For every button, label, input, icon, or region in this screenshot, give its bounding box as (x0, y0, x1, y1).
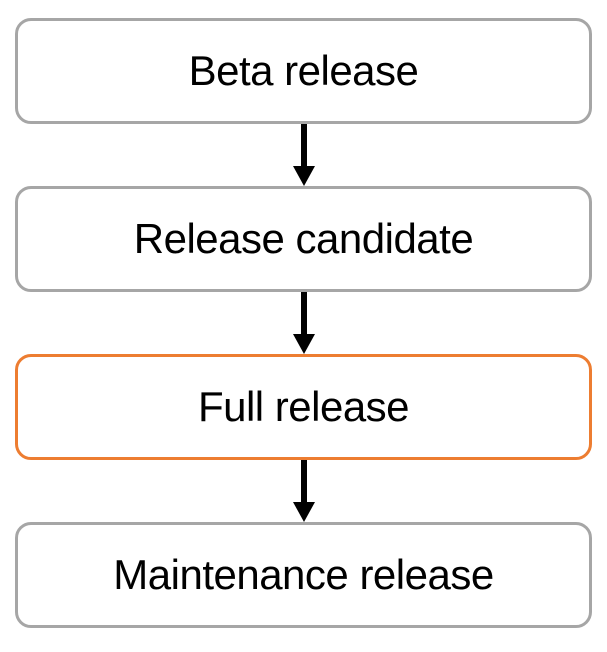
node-beta-release: Beta release (15, 18, 592, 124)
node-release-candidate: Release candidate (15, 186, 592, 292)
down-arrow-icon (291, 460, 317, 522)
node-beta-release-label: Beta release (188, 47, 419, 94)
node-full-release-label: Full release (197, 383, 410, 430)
down-arrow-icon (291, 124, 317, 186)
down-arrow-icon (291, 292, 317, 354)
node-release-candidate-label: Release candidate (133, 215, 474, 262)
node-maintenance-release-label: Maintenance release (113, 551, 494, 598)
node-maintenance-release: Maintenance release (15, 522, 592, 628)
node-full-release: Full release (15, 354, 592, 460)
